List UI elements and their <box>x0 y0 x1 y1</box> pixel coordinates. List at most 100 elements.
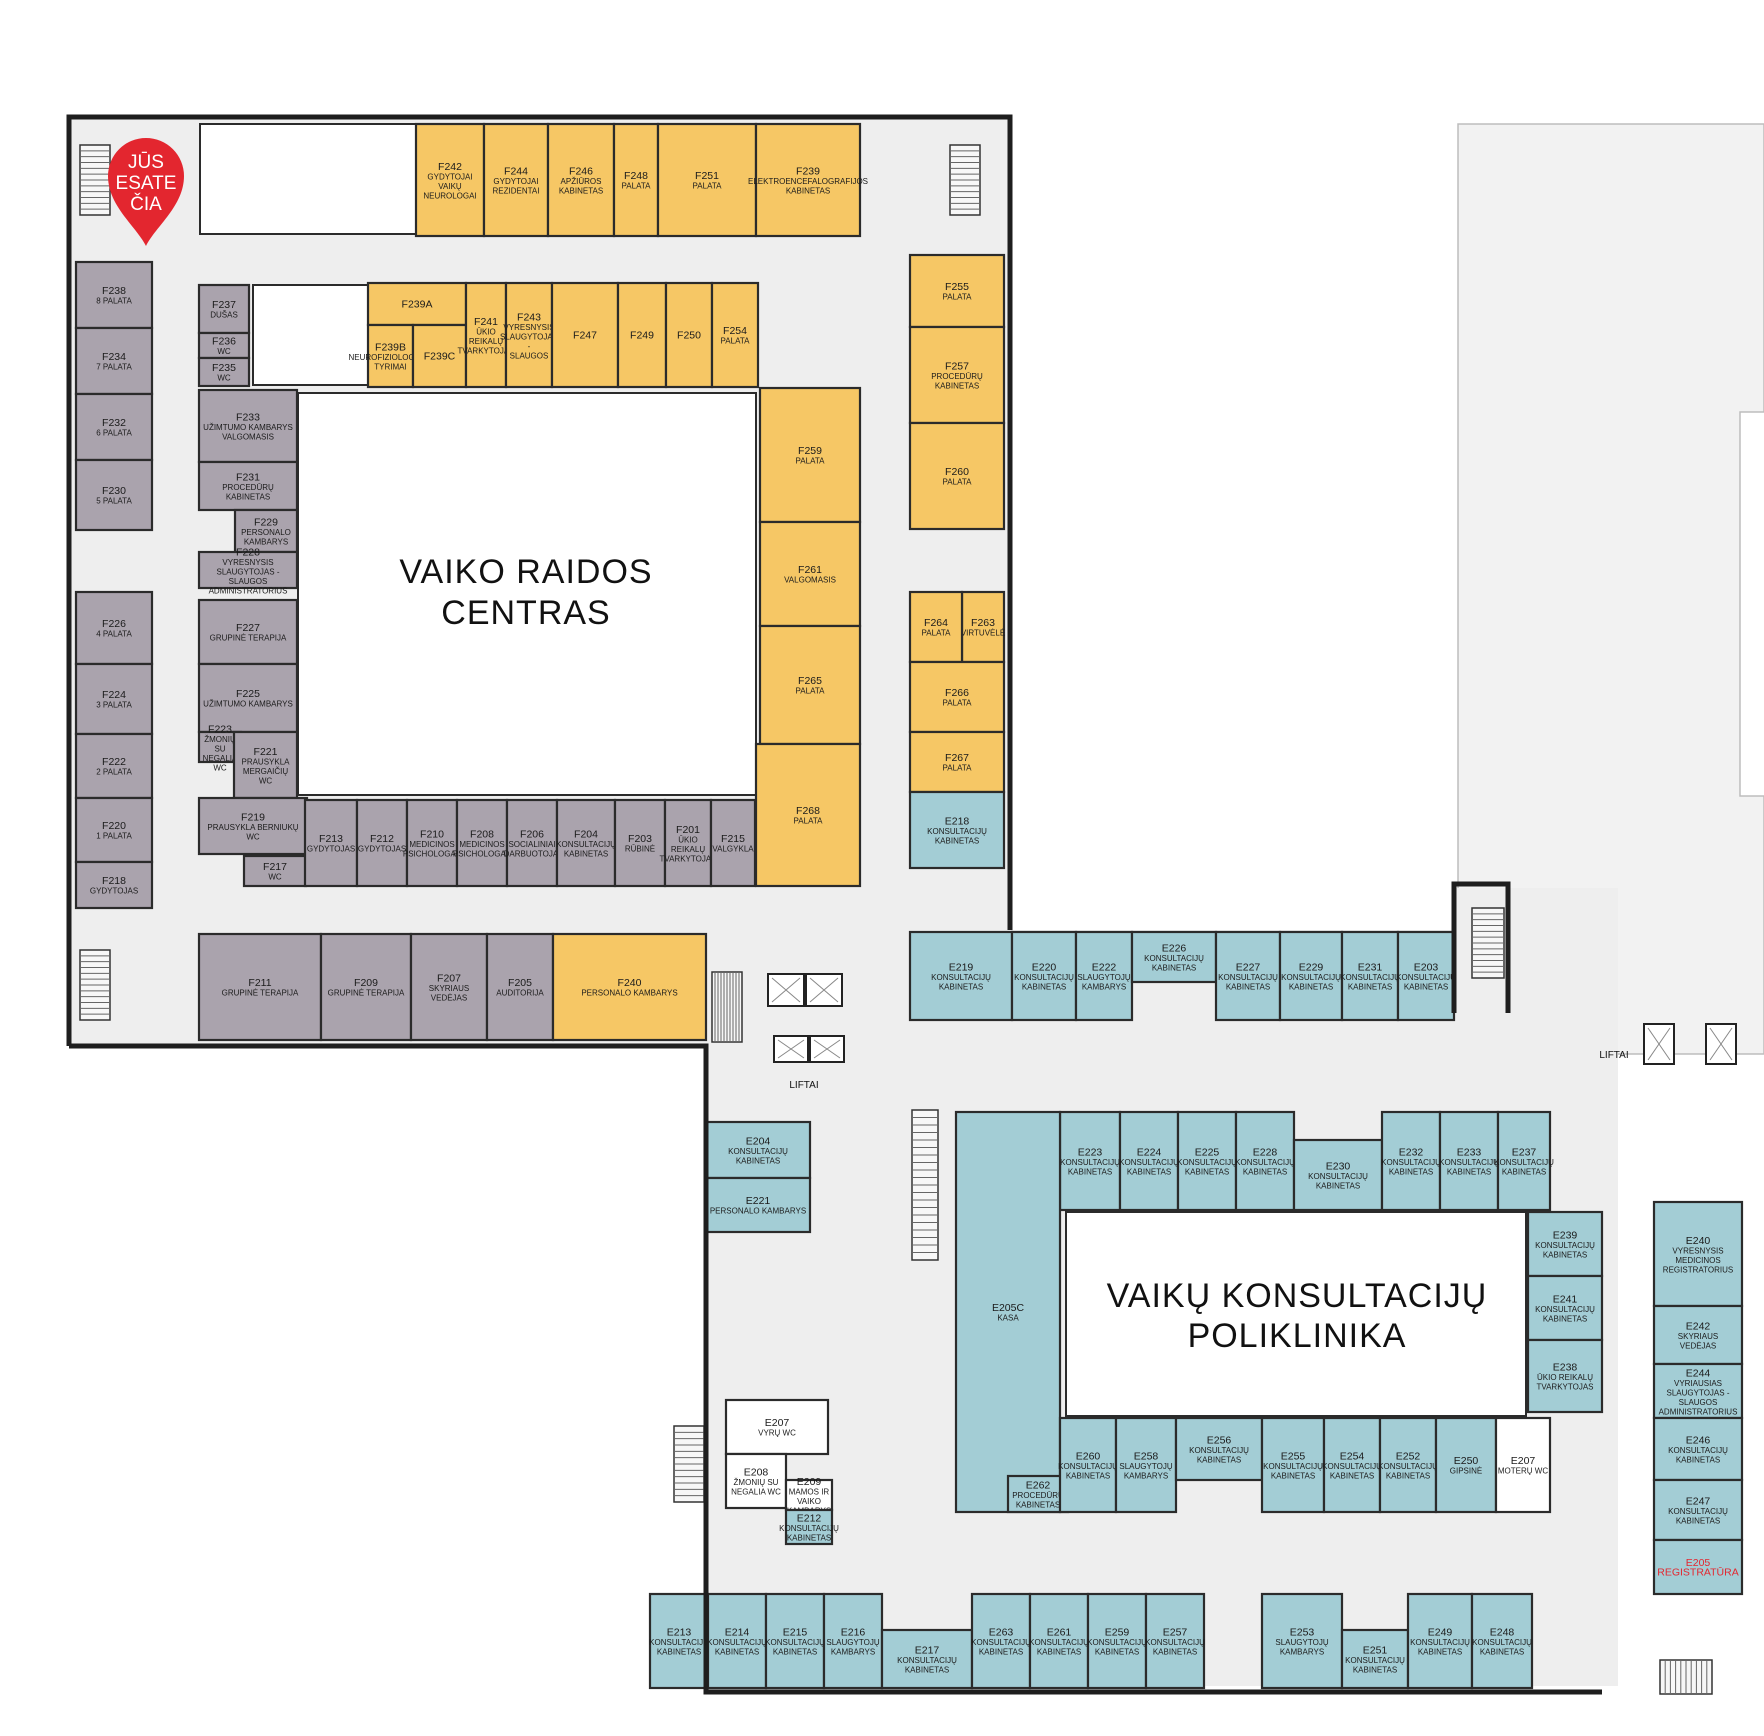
room-label: KABINETAS <box>1480 1648 1524 1657</box>
room-label: PALATA <box>794 817 824 826</box>
room-shape <box>1526 1210 1604 1278</box>
room-id: E240 <box>1686 1235 1711 1247</box>
room-label: ŪKIO <box>678 836 698 845</box>
room-shape <box>613 798 667 888</box>
courtyard-vaiko-raidos <box>297 392 757 796</box>
white-room-top <box>199 123 417 235</box>
room-label: PALATA <box>943 699 973 708</box>
room-shape <box>409 932 489 1042</box>
room-label: TVARKYTOJAS <box>659 855 716 864</box>
room-shape <box>1058 1416 1118 1514</box>
room-id: F236 <box>212 336 236 348</box>
room-label: KONSULTACIJŲ <box>649 1638 709 1647</box>
room-label: ŽMONIŲ <box>204 735 236 744</box>
room-shape <box>1292 1138 1384 1212</box>
room-label: - <box>528 342 531 351</box>
room-id: F257 <box>945 361 969 373</box>
white-room-small <box>252 284 369 386</box>
room-id: F239C <box>424 351 456 363</box>
room-label: KONSULTACIJŲ <box>1060 1158 1120 1167</box>
room-label: VYRIAUSIAS <box>1674 1379 1722 1388</box>
area-vaiko-raidos-centras: VAIKO RAIDOS CENTRAS <box>399 553 651 632</box>
courtyard-poliklinika <box>1065 1211 1527 1417</box>
room-id: E227 <box>1236 962 1261 974</box>
room-label: MOTERŲ WC <box>1498 1467 1548 1476</box>
room-shape <box>724 1398 830 1456</box>
room-label: PERSONALO <box>241 528 291 537</box>
room-id: F232 <box>102 417 126 429</box>
room-id: E221 <box>746 1195 771 1207</box>
room-id: E246 <box>1686 1435 1711 1447</box>
room-shape <box>704 1176 812 1234</box>
room-shape <box>1176 1110 1238 1212</box>
room-label: PSICHOLOGAS <box>403 850 461 859</box>
room-shape <box>656 122 758 238</box>
room-label: KABINETAS <box>787 1534 831 1543</box>
room-label: 1 PALATA <box>96 832 132 841</box>
room-shape <box>1652 1416 1744 1482</box>
room-label: KONSULTACIJŲ <box>1472 1638 1532 1647</box>
room-label: GRUPINĖ TERAPIJA <box>328 989 405 998</box>
room-label: PRAUSYKLA <box>241 758 290 767</box>
room-id: E205C <box>992 1302 1025 1314</box>
room-shape <box>355 798 409 888</box>
room-label: KONSULTACIJŲ <box>1494 1158 1554 1167</box>
room-label: MEDICINOS <box>409 840 454 849</box>
room-label: SLAUGYTOJAS <box>500 333 558 342</box>
room-id: F244 <box>504 166 528 178</box>
room-f247: F247 <box>550 281 620 389</box>
room-id: E225 <box>1195 1147 1220 1159</box>
room-label: ŪKIO <box>476 328 496 337</box>
room-shape <box>822 1592 884 1690</box>
room-label: SLAUGOS <box>1679 1398 1718 1407</box>
room-label: WC <box>217 374 231 383</box>
room-id: E228 <box>1253 1147 1278 1159</box>
room-shape <box>74 392 154 462</box>
room-label: KABINETAS <box>1153 1648 1197 1657</box>
room-label: ŽMONIŲ SU <box>734 1478 779 1487</box>
room-shape <box>1496 1110 1552 1212</box>
room-id: E207 <box>765 1417 790 1429</box>
room-shape <box>1526 1338 1604 1414</box>
room-id: F230 <box>102 485 126 497</box>
room-label: WC <box>246 833 260 842</box>
stairs-icon <box>949 144 981 216</box>
room-label: KONSULTACIJŲ <box>1014 973 1074 982</box>
room-id: E205 <box>1686 1557 1711 1569</box>
room-label: SLAUGYTOJŲ <box>1077 973 1130 982</box>
room-label: PALATA <box>922 629 952 638</box>
room-label: KONSULTACIJŲ <box>1281 973 1341 982</box>
room-id: E259 <box>1105 1627 1130 1639</box>
room-label: KONSULTACIJŲ <box>1119 1158 1179 1167</box>
room-shape <box>1380 1110 1442 1212</box>
room-id: F264 <box>924 617 948 629</box>
room-label: DUŠAS <box>210 311 238 320</box>
room-shape <box>197 388 299 464</box>
room-id: F239B <box>375 342 406 354</box>
room-shape <box>74 860 154 910</box>
room-id: F220 <box>102 820 126 832</box>
room-label: KABINETAS <box>1016 1501 1060 1510</box>
room-label: KONSULTACIJŲ <box>1263 1462 1323 1471</box>
room-label: KABINETAS <box>1543 1315 1587 1324</box>
room-shape <box>1652 1304 1744 1366</box>
area-title-line: POLIKLINIKA <box>1188 1317 1407 1355</box>
